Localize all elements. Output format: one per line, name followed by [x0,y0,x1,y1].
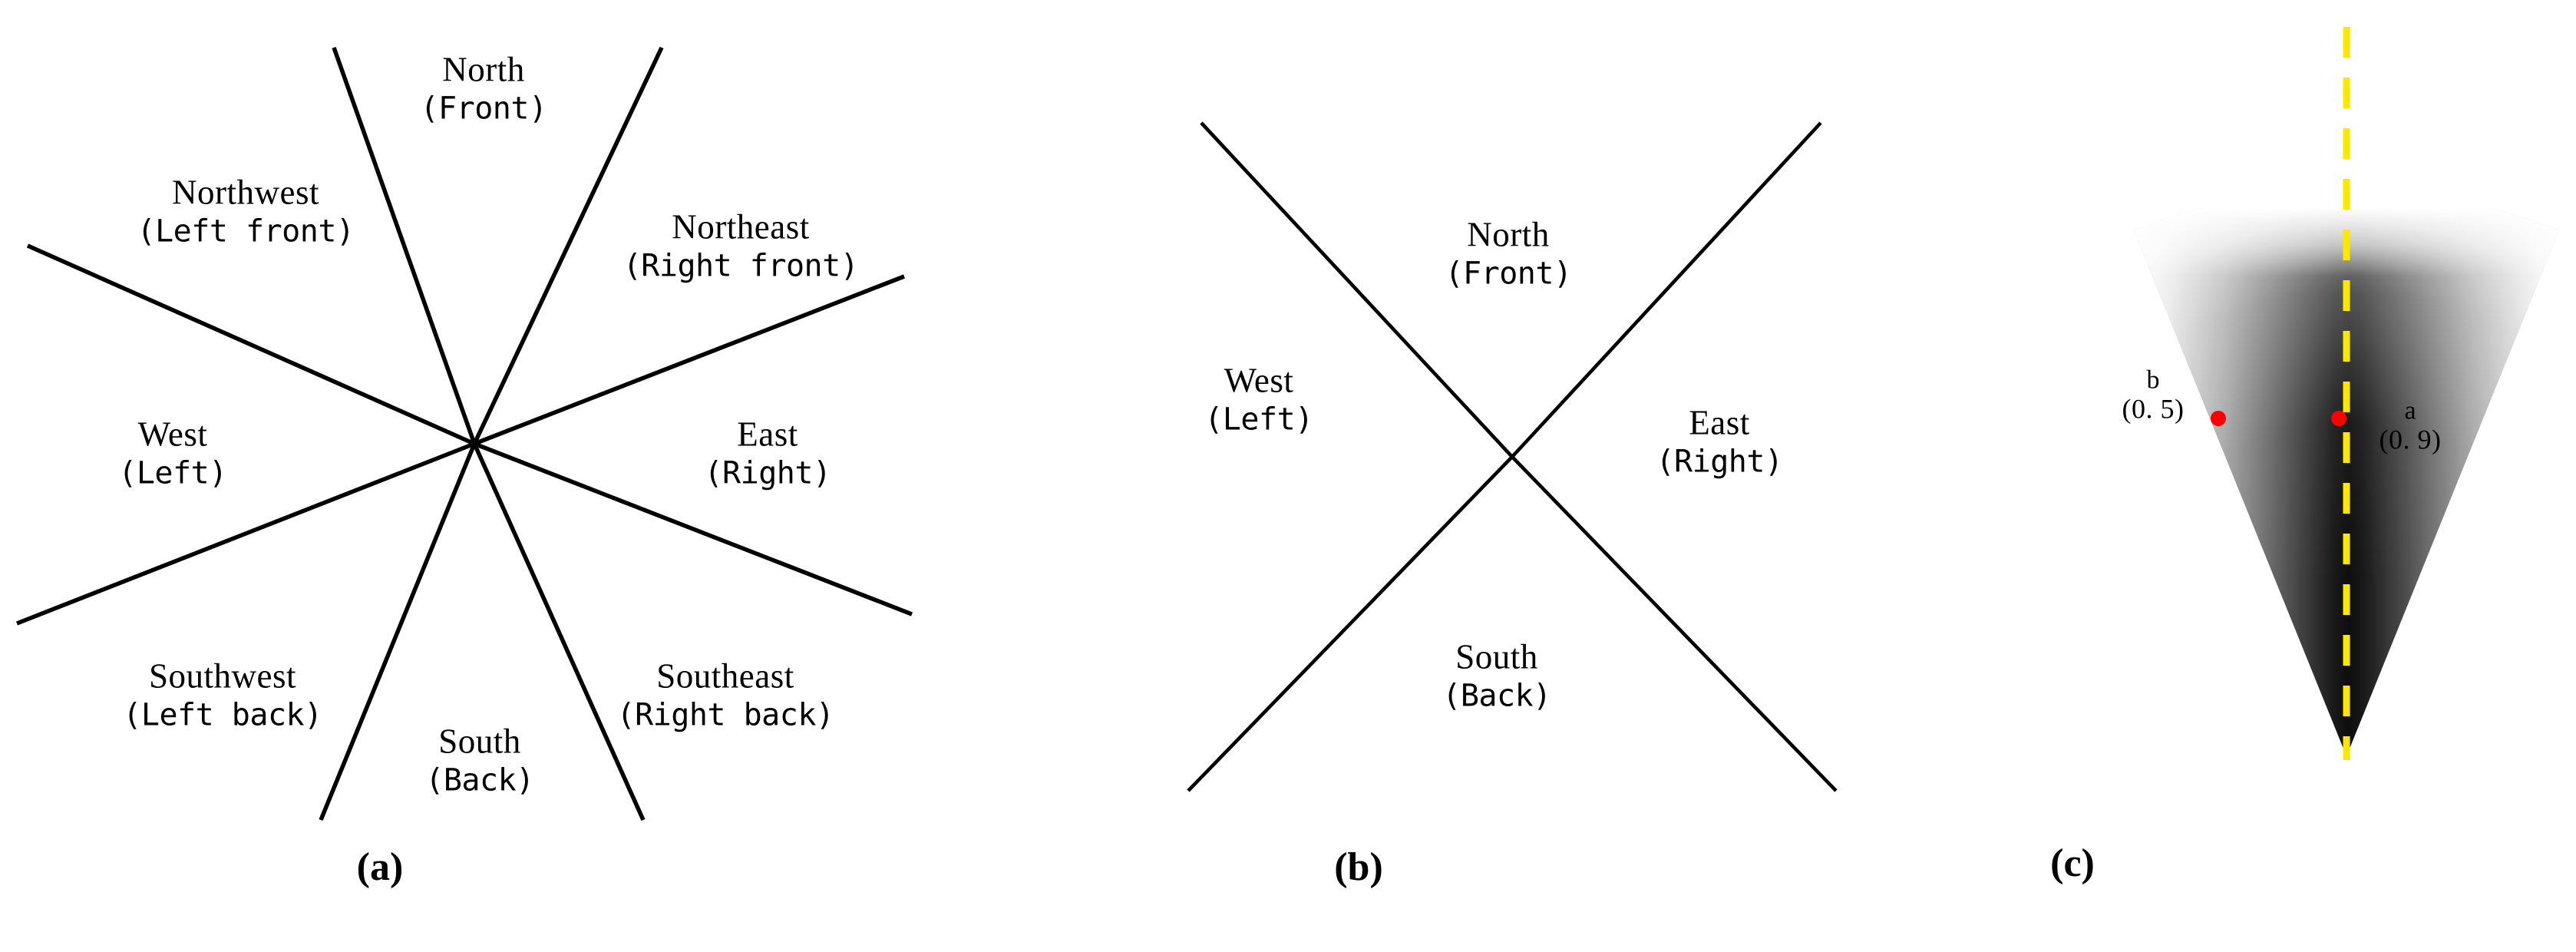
label-south: South (Back) [1442,637,1551,714]
ray-southeast-diagonal [1511,455,1838,792]
label-north: North (Front) [420,50,547,127]
ray-southwest-diagonal [1187,455,1514,792]
label-west: West (Left) [1204,361,1313,438]
caption-panel-b: (b) [1334,845,1383,889]
ray-northwest-diagonal [1200,121,1514,458]
ray-east-southeast [474,441,913,616]
ray-south-southwest [319,442,477,821]
label-point-a: a (0. 9) [2379,396,2442,455]
label-north: North (Front) [1445,215,1572,292]
ray-north-northeast [472,46,664,445]
label-northwest: Northwest (Left front) [137,173,355,250]
label-southeast: Southeast (Right back) [616,656,834,733]
ray-northeast-east [474,274,905,446]
panel-b-rays [1187,121,1838,792]
label-east: East (Right) [704,415,831,491]
caption-panel-a: (a) [356,845,404,889]
label-east: East (Right) [1656,403,1783,480]
ray-north-northwest [332,47,477,445]
ray-west-northwest [26,243,476,446]
label-point-b: b (0. 5) [2122,365,2185,425]
label-south: South (Back) [425,722,534,798]
panel-b: North (Front) East (Right) South (Back) … [1052,0,1919,952]
marker-dot-a [2331,411,2346,426]
panel-a-rays [15,46,913,821]
panel-c: b (0. 5) a (0. 9) (c) [1996,0,2576,952]
ray-northeast-diagonal [1511,121,1822,458]
label-southwest: Southwest (Left back) [123,656,322,733]
ray-southeast-south [472,442,646,821]
panel-a: North (Front) Northeast (Right front) Ea… [0,0,952,952]
marker-dot-b [2211,411,2226,426]
caption-panel-c: (c) [2050,841,2095,885]
ray-southwest-west [15,441,476,626]
panel-c-cone-field [2134,27,2559,760]
label-west: West (Left) [118,415,227,491]
label-northeast: Northeast (Right front) [623,207,859,284]
